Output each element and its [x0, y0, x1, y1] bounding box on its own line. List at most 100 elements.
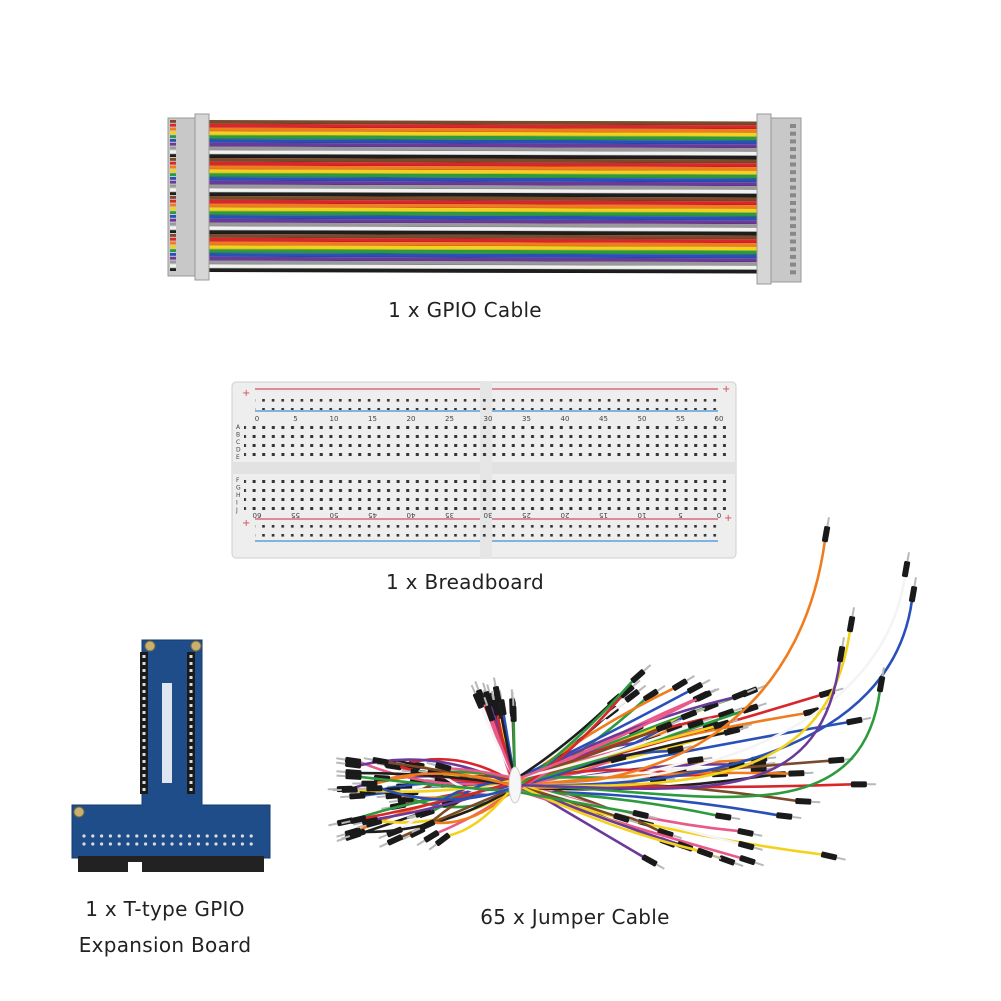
pin — [189, 711, 193, 714]
wire-separator — [204, 149, 761, 152]
pad — [144, 834, 148, 838]
connector-slot — [790, 170, 796, 175]
plug-housing — [680, 709, 698, 721]
plug-pin — [357, 787, 367, 790]
connector-wire-end — [170, 165, 176, 169]
connector-slot — [790, 254, 796, 259]
ribbon-wire — [205, 253, 760, 259]
plug-pin — [411, 827, 421, 834]
jumper-plug — [901, 552, 911, 578]
plug-pin — [379, 842, 389, 848]
pin — [189, 704, 193, 707]
connector-slot — [790, 185, 796, 190]
jumper-plug — [742, 702, 767, 714]
plug-housing — [742, 703, 759, 714]
column-number: 15 — [599, 511, 608, 519]
wire-separator — [204, 199, 761, 202]
column-number: 50 — [638, 415, 647, 423]
jumper-plug — [738, 840, 763, 851]
plug-pin — [483, 696, 489, 707]
rail-plus-label: + — [242, 388, 250, 399]
jumper-plug — [641, 854, 665, 870]
pad — [108, 834, 112, 838]
jumper-plug — [336, 773, 362, 780]
column-number: 30 — [484, 415, 493, 423]
jumper-plug — [483, 696, 496, 722]
connector-wire-end — [170, 222, 176, 226]
ribbon-wire — [205, 268, 760, 274]
connector-wire-end — [170, 150, 176, 154]
pad — [205, 834, 209, 838]
plug-pin — [470, 684, 477, 694]
plug-housing — [372, 757, 389, 766]
jumper-plug — [416, 830, 440, 847]
jumper-cable-caption: 65 x Jumper Cable — [480, 905, 670, 929]
plug-housing — [510, 705, 517, 722]
plug-housing — [738, 840, 755, 851]
ribbon-wire — [205, 165, 760, 171]
ribbon-wire — [205, 146, 760, 152]
plug-housing — [846, 716, 863, 726]
t-type-gpio-expansion-board — [71, 639, 271, 872]
plug-pin — [881, 667, 885, 677]
plug-pin — [381, 806, 391, 810]
jumper-plug — [656, 719, 681, 732]
jumper-plug — [876, 667, 886, 693]
column-number: 30 — [484, 511, 493, 519]
connector-wire-end — [170, 218, 176, 222]
pad — [214, 842, 218, 846]
plug-pin — [482, 682, 487, 692]
connector-wire-end — [170, 215, 176, 218]
ribbon-wire — [205, 241, 760, 247]
wire-separator — [204, 222, 761, 225]
wire-separator — [204, 259, 761, 263]
rail-plus-label: + — [722, 384, 730, 395]
wire-separator — [204, 252, 761, 255]
jumper-wire — [482, 697, 697, 793]
plug-housing — [672, 678, 688, 691]
connector-wire-end — [170, 256, 176, 260]
ribbon-wire — [205, 218, 760, 225]
plug-pin — [656, 863, 665, 870]
pin — [189, 697, 193, 700]
connector-wire-end — [170, 169, 176, 173]
ribbon-wire — [205, 207, 760, 213]
wire-separator — [204, 165, 761, 168]
pin — [189, 718, 193, 721]
connector-wire-end — [170, 207, 176, 211]
ribbon-wire — [205, 237, 760, 244]
ribbon-wire — [205, 234, 760, 240]
row-letter: B — [236, 432, 240, 439]
plug-pin — [340, 795, 350, 799]
wire-separator — [204, 271, 761, 274]
plug-housing — [632, 809, 649, 819]
connector-key-notch — [128, 862, 142, 872]
connector-wire-end — [170, 161, 176, 165]
plug-pin — [632, 679, 641, 688]
plug-housing — [695, 690, 712, 702]
wire-separator — [204, 153, 761, 156]
mounting-hole — [190, 640, 202, 652]
plug-pin — [628, 819, 639, 824]
column-number: 10 — [330, 415, 339, 423]
wire-separator — [204, 168, 761, 171]
connector-slot — [790, 231, 796, 236]
pin — [189, 760, 193, 763]
connector-slot — [790, 270, 796, 275]
plug-pin — [712, 854, 722, 860]
connector-wire-end — [170, 230, 176, 233]
wire-separator — [204, 142, 761, 145]
row-letter: D — [236, 447, 241, 454]
plug-housing — [630, 669, 646, 684]
wire-separator — [204, 256, 761, 259]
connector-slot — [790, 216, 796, 221]
pad — [161, 834, 165, 838]
jumper-plug — [353, 816, 378, 826]
plug-pin — [510, 689, 514, 699]
plug-housing — [723, 726, 741, 736]
wire-separator — [204, 218, 761, 221]
pad — [170, 834, 174, 838]
jumper-wire — [479, 704, 692, 781]
plug-pin — [363, 757, 373, 761]
